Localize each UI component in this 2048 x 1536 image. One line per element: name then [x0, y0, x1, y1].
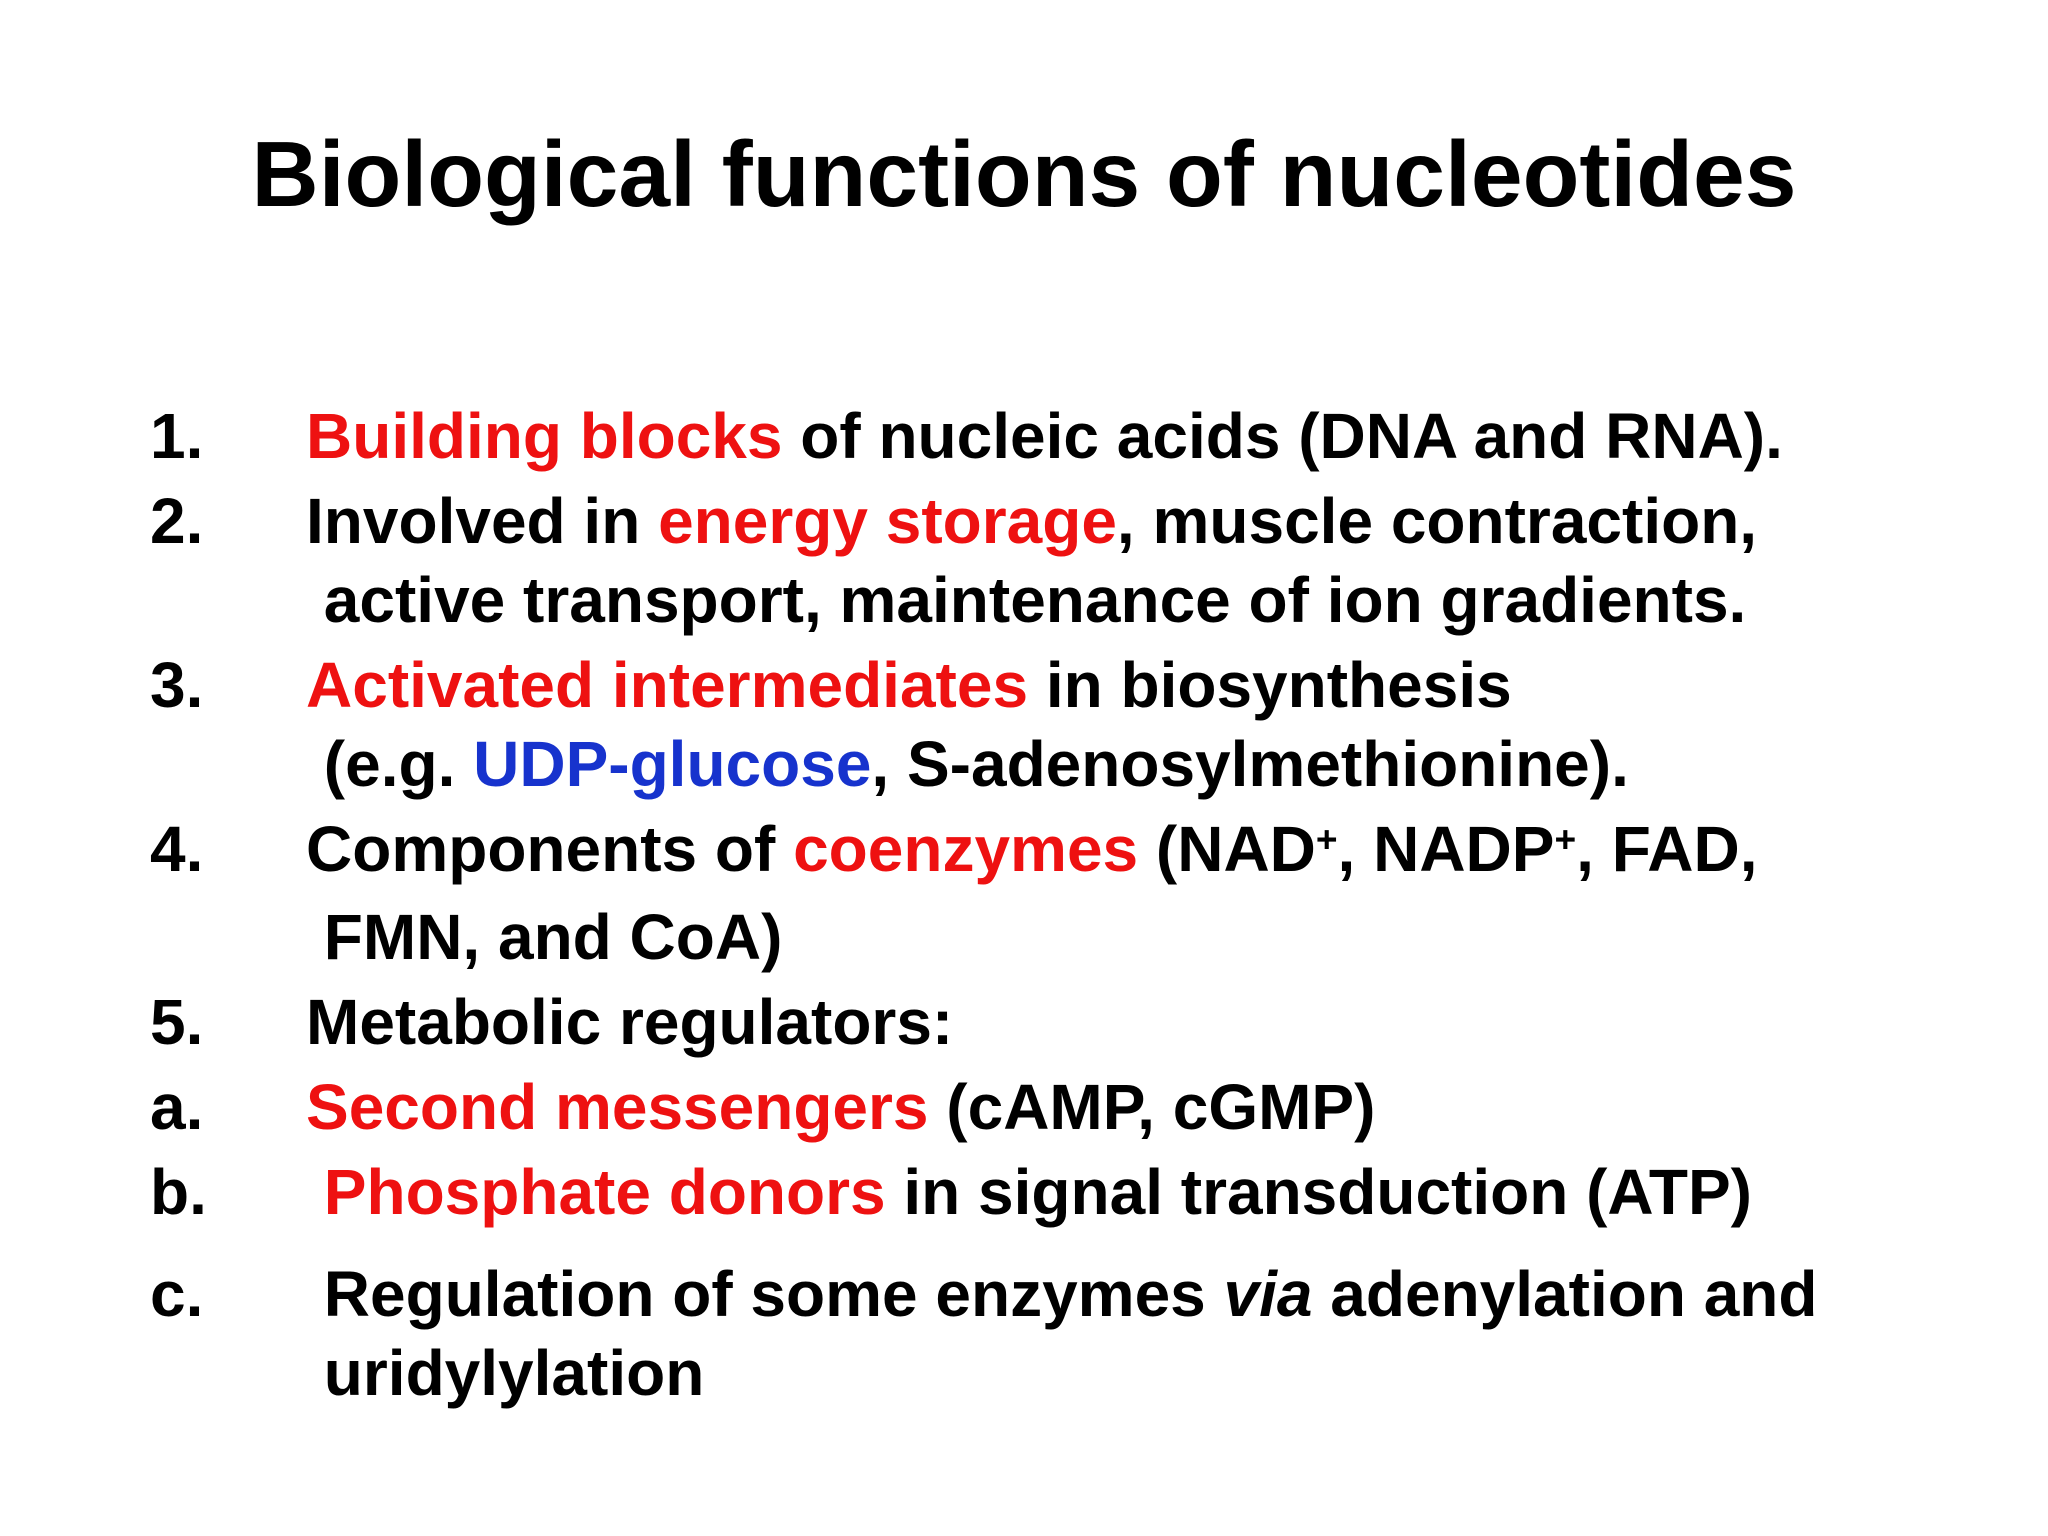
text-segment: Metabolic regulators: — [306, 986, 954, 1058]
text-segment — [306, 1156, 324, 1228]
list-line: (e.g. UDP-glucose, S-adenosylmethionine)… — [306, 725, 1988, 804]
list-line: Components of coenzymes (NAD+, NADP+, FA… — [306, 810, 1988, 898]
list-line: uridylylation — [306, 1334, 1988, 1413]
list-marker: 2. — [150, 485, 204, 557]
list-line: active transport, maintenance of ion gra… — [306, 561, 1988, 640]
text-segment: , FAD, — [1576, 813, 1758, 885]
text-segment: UDP-glucose — [473, 728, 872, 800]
text-segment: uridylylation — [306, 1337, 705, 1409]
text-segment: , muscle contraction, — [1116, 485, 1758, 557]
list-line: Second messengers (cAMP, cGMP) — [306, 1068, 1988, 1147]
list-marker: 5. — [150, 986, 204, 1058]
list-item-text: Involved in energy storage, muscle contr… — [306, 482, 1988, 640]
text-segment: Involved in — [306, 485, 659, 557]
text-segment: coenzymes — [793, 813, 1139, 885]
list-line: FMN, and CoA) — [306, 898, 1988, 977]
list-line: Metabolic regulators: — [306, 983, 1988, 1062]
list-item-text: Components of coenzymes (NAD+, NADP+, FA… — [306, 810, 1988, 977]
text-segment: (NAD — [1138, 813, 1316, 885]
list-item-1: 1. Building blocks of nucleic acids (DNA … — [150, 397, 1988, 476]
list-item-text: Second messengers (cAMP, cGMP) — [306, 1068, 1988, 1147]
text-segment: , S-adenosylmethionine). — [871, 728, 1629, 800]
list-line: Involved in energy storage, muscle contr… — [306, 482, 1988, 561]
text-segment: energy storage — [658, 485, 1117, 557]
list-item-a: a. Second messengers (cAMP, cGMP) — [150, 1068, 1988, 1147]
list-line: Building blocks of nucleic acids (DNA an… — [306, 397, 1988, 476]
list-item-c: c. Regulation of some enzymes via adenyl… — [150, 1255, 1988, 1413]
list-item-b: b. Phosphate donors in signal transducti… — [150, 1153, 1988, 1232]
list-item-text: Regulation of some enzymes via adenylati… — [306, 1255, 1988, 1413]
text-segment: of nucleic acids (DNA and RNA). — [782, 400, 1783, 472]
list-item-3: 3. Activated intermediates in biosynthesi… — [150, 646, 1988, 804]
text-segment: Second messengers — [306, 1071, 929, 1143]
text-segment: Phosphate donors — [323, 1156, 886, 1228]
text-segment: FMN, and CoA) — [306, 901, 783, 973]
superscript: + — [1315, 817, 1338, 860]
list-marker: 4. — [150, 813, 204, 885]
functions-list: 1. Building blocks of nucleic acids (DNA … — [0, 397, 2048, 1413]
list-item-text: Metabolic regulators: — [306, 983, 1988, 1062]
text-segment: Regulation of some enzymes — [306, 1258, 1224, 1330]
page-title: Biological functions of nucleotides — [251, 122, 1797, 226]
text-segment: adenylation and — [1312, 1258, 1818, 1330]
list-marker: 3. — [150, 649, 204, 721]
list-item-2: 2. Involved in energy storage, muscle con… — [150, 482, 1988, 640]
text-segment: Building blocks — [306, 400, 783, 472]
list-marker: a. — [150, 1071, 204, 1143]
list-marker: 1. — [150, 400, 204, 472]
text-segment: (cAMP, cGMP) — [928, 1071, 1376, 1143]
list-item-text: Activated intermediates in biosynthesis … — [306, 646, 1988, 804]
text-segment: Activated intermediates — [306, 649, 1029, 721]
text-segment: in signal transduction (ATP) — [885, 1156, 1752, 1228]
text-segment: Components of — [306, 813, 794, 885]
list-marker: c. — [150, 1258, 204, 1330]
list-line: Phosphate donors in signal transduction … — [306, 1153, 1988, 1232]
list-item-text: Phosphate donors in signal transduction … — [306, 1153, 1988, 1232]
text-segment: via — [1223, 1258, 1313, 1330]
list-marker: b. — [150, 1156, 207, 1228]
superscript: + — [1554, 817, 1577, 860]
list-item-5: 5. Metabolic regulators: — [150, 983, 1988, 1062]
text-segment: active transport, maintenance of ion gra… — [306, 564, 1747, 636]
list-line: Activated intermediates in biosynthesis — [306, 646, 1988, 725]
list-line: Regulation of some enzymes via adenylati… — [306, 1255, 1988, 1334]
text-segment: , NADP — [1337, 813, 1555, 885]
list-item-text: Building blocks of nucleic acids (DNA an… — [306, 397, 1988, 476]
text-segment: (e.g. — [306, 728, 474, 800]
text-segment: in biosynthesis — [1028, 649, 1512, 721]
list-item-4: 4.Components of coenzymes (NAD+, NADP+, … — [150, 810, 1988, 977]
